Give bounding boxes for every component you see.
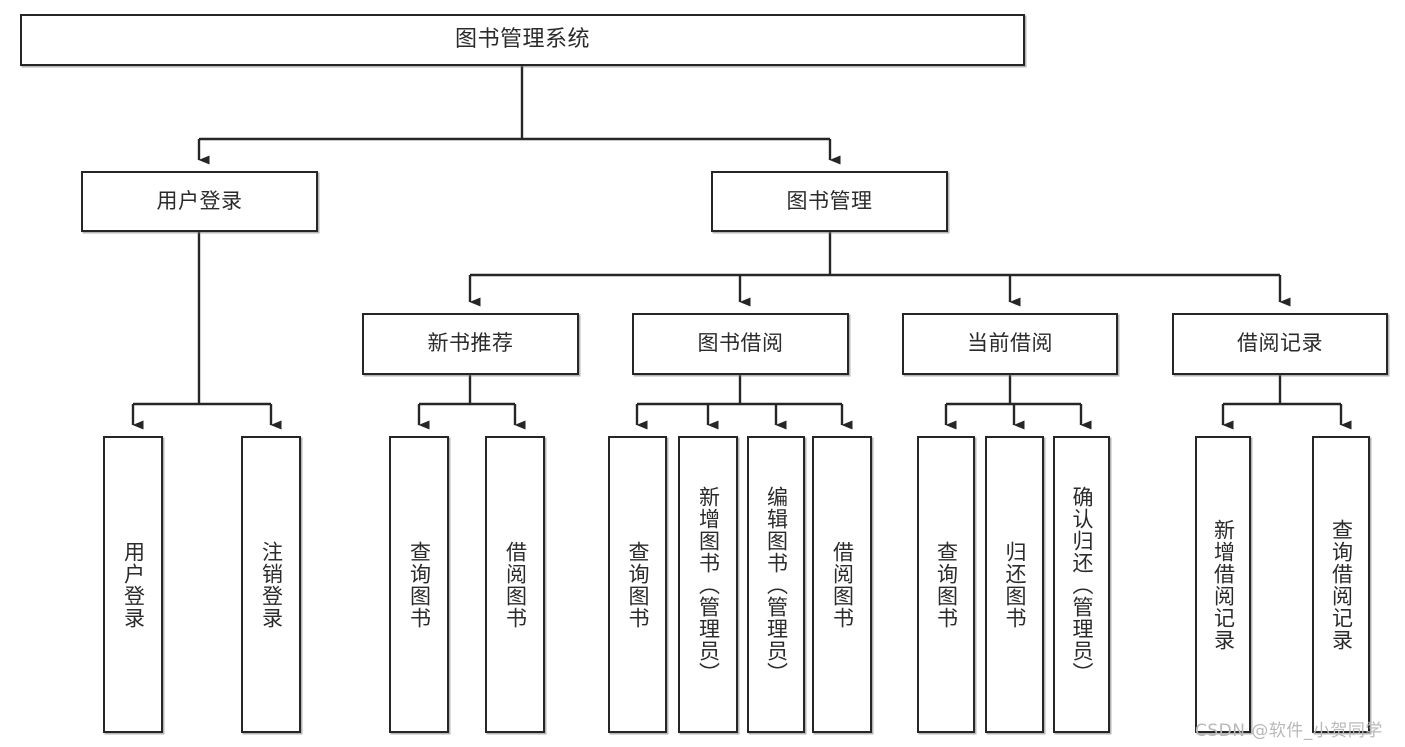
node-label-leaf-return-book: 归还图书 xyxy=(1002,540,1027,629)
node-current-borrow[interactable]: 当前借阅 xyxy=(902,313,1118,375)
node-borrow-record[interactable]: 借阅记录 xyxy=(1172,313,1388,375)
node-new-book-rec[interactable]: 新书推荐 xyxy=(362,313,579,375)
node-leaf-edit-book[interactable]: 编辑图书（管理员） xyxy=(747,436,805,733)
node-book-borrow[interactable]: 图书借阅 xyxy=(632,313,849,375)
node-leaf-user-login[interactable]: 用户登录 xyxy=(103,436,163,733)
node-label-leaf-edit-book: 编辑图书（管理员） xyxy=(764,485,789,684)
node-leaf-add-record[interactable]: 新增借阅记录 xyxy=(1195,436,1251,733)
node-book-manage[interactable]: 图书管理 xyxy=(711,171,948,232)
node-user-login[interactable]: 用户登录 xyxy=(81,171,318,232)
node-label-new-book-rec: 新书推荐 xyxy=(427,331,514,356)
node-label-borrow-record: 借阅记录 xyxy=(1237,331,1323,356)
node-leaf-query-book-3[interactable]: 查询图书 xyxy=(917,436,975,733)
node-root[interactable]: 图书管理系统 xyxy=(20,14,1025,66)
node-leaf-return-book[interactable]: 归还图书 xyxy=(985,436,1044,733)
node-leaf-confirm-return[interactable]: 确认归还（管理员） xyxy=(1053,436,1110,733)
node-label-leaf-confirm-return: 确认归还（管理员） xyxy=(1069,485,1094,684)
node-label-leaf-query-book-1: 查询图书 xyxy=(407,540,432,629)
node-label-leaf-add-book: 新增图书（管理员） xyxy=(696,485,721,684)
node-label-leaf-query-book-3: 查询图书 xyxy=(934,540,959,629)
node-label-book-borrow: 图书借阅 xyxy=(697,331,784,356)
node-leaf-add-book[interactable]: 新增图书（管理员） xyxy=(678,436,738,733)
node-label-leaf-logout: 注销登录 xyxy=(259,540,284,629)
node-label-book-manage: 图书管理 xyxy=(786,188,873,213)
node-leaf-logout[interactable]: 注销登录 xyxy=(241,436,301,733)
node-label-leaf-query-record: 查询借阅记录 xyxy=(1329,518,1354,651)
node-label-current-borrow: 当前借阅 xyxy=(967,331,1053,356)
node-label-leaf-borrow-book-2: 借阅图书 xyxy=(830,540,855,629)
node-label-root: 图书管理系统 xyxy=(454,26,590,52)
connector-group xyxy=(131,66,1352,430)
node-leaf-query-book-1[interactable]: 查询图书 xyxy=(389,436,449,733)
node-label-leaf-user-login: 用户登录 xyxy=(121,540,146,629)
node-leaf-query-book-2[interactable]: 查询图书 xyxy=(608,436,667,733)
node-label-user-login: 用户登录 xyxy=(156,188,243,213)
node-label-leaf-add-record: 新增借阅记录 xyxy=(1211,518,1236,651)
node-leaf-query-record[interactable]: 查询借阅记录 xyxy=(1312,436,1370,733)
node-leaf-borrow-book-2[interactable]: 借阅图书 xyxy=(812,436,872,733)
node-label-leaf-borrow-book-1: 借阅图书 xyxy=(503,540,528,629)
node-leaf-borrow-book-1[interactable]: 借阅图书 xyxy=(485,436,545,733)
node-label-leaf-query-book-2: 查询图书 xyxy=(625,540,650,629)
